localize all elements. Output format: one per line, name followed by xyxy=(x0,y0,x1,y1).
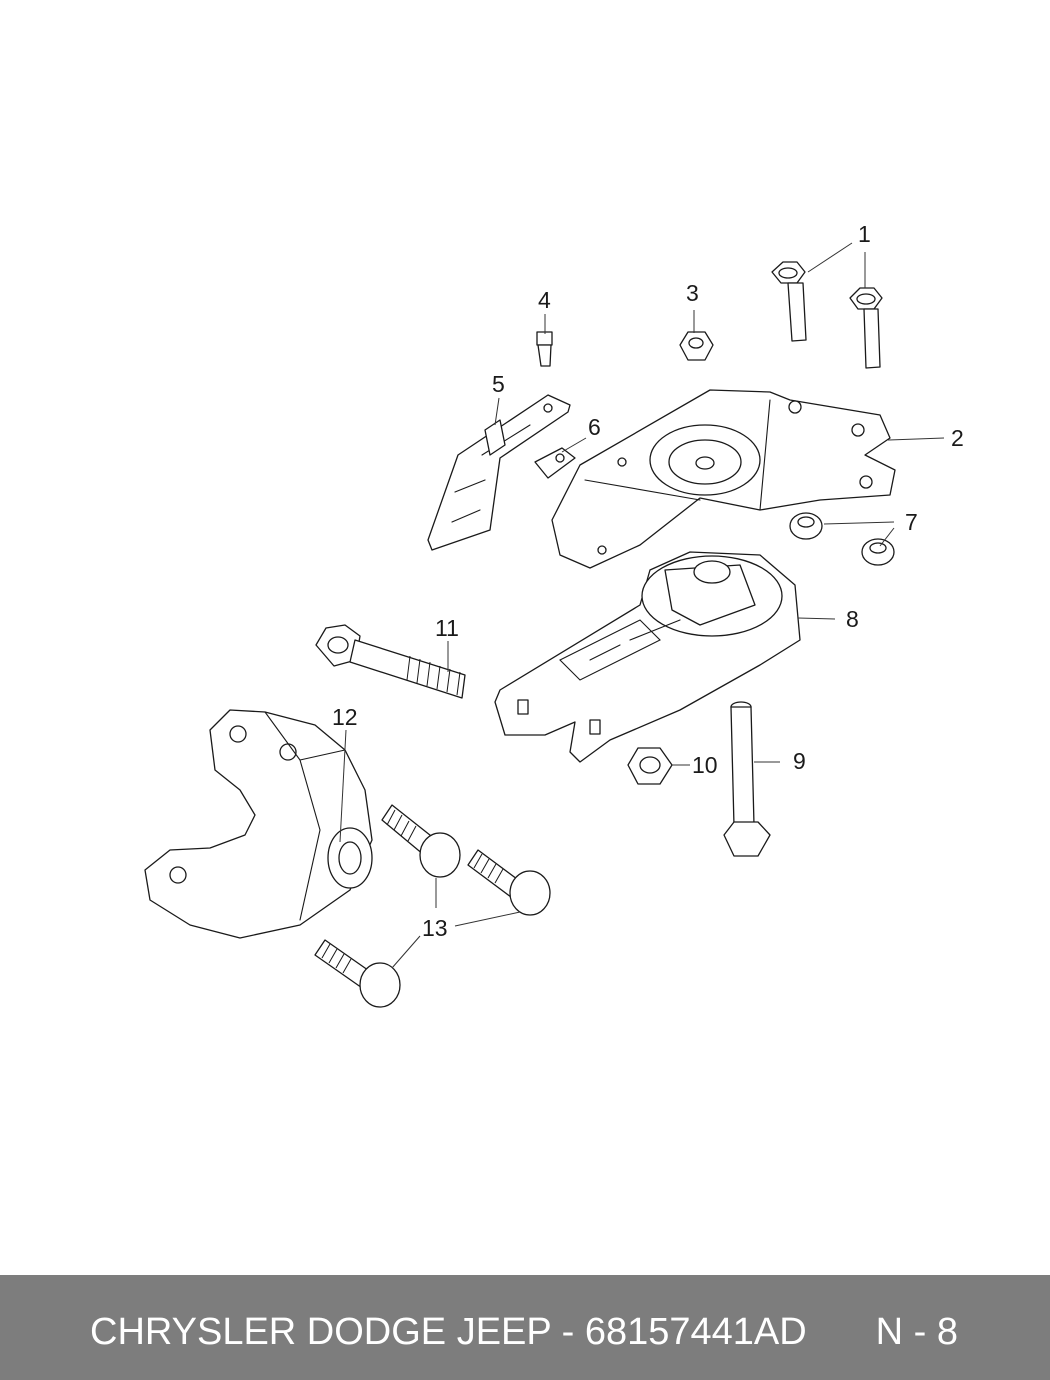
part-6-clip-nut xyxy=(534,447,576,479)
leader-lines xyxy=(339,242,945,969)
callout-12: 12 xyxy=(332,704,358,730)
part-13-bolts xyxy=(314,804,551,1008)
exploded-parts-diagram: 1 2 3 4 5 6 7 8 9 10 11 12 13 xyxy=(144,221,964,1008)
part-8-torque-strut xyxy=(494,551,801,763)
callout-5: 5 xyxy=(492,371,505,397)
callout-2: 2 xyxy=(951,425,964,451)
part-4-small-bolt xyxy=(536,331,553,367)
part-5-bracket xyxy=(427,394,571,551)
callout-labels: 1 2 3 4 5 6 7 8 9 10 11 12 13 xyxy=(332,221,964,941)
callout-10: 10 xyxy=(692,752,718,778)
part-10-flange-nut xyxy=(627,747,673,785)
callout-4: 4 xyxy=(538,287,551,313)
callout-11: 11 xyxy=(435,615,459,641)
part-3-flange-nut xyxy=(679,331,714,361)
callout-9: 9 xyxy=(793,748,806,774)
part-9-long-bolt xyxy=(723,701,771,857)
footer-part-title: CHRYSLER DODGE JEEP - 68157441AD xyxy=(90,1311,807,1353)
callout-8: 8 xyxy=(846,606,859,632)
footer-bar: CHRYSLER DODGE JEEP - 68157441AD N - 8 xyxy=(0,1275,1050,1380)
footer-page-ref: N - 8 xyxy=(875,1311,958,1353)
callout-3: 3 xyxy=(686,280,699,306)
part-11-threaded-bolt xyxy=(315,624,466,699)
part-1-bolts xyxy=(771,261,883,369)
callout-13: 13 xyxy=(422,915,448,941)
callout-6: 6 xyxy=(588,414,601,440)
part-12-mount-bracket xyxy=(144,709,373,939)
part-7-flange-nuts xyxy=(789,512,895,566)
part-2-mount-bracket xyxy=(551,389,896,569)
callout-1: 1 xyxy=(858,221,871,247)
callout-7: 7 xyxy=(905,509,918,535)
